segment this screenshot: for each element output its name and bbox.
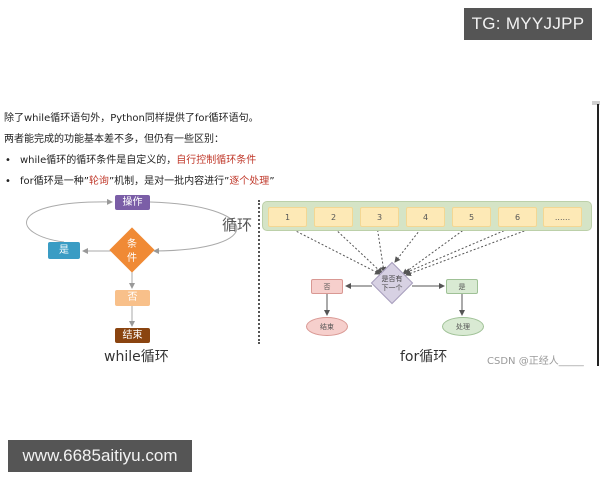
slide-edge <box>597 104 599 366</box>
tg-watermark-badge: TG: MYYJJPP <box>464 8 592 40</box>
bullet-for: • for循环是一种”轮询”机制，是对一批内容进行”逐个处理” <box>4 171 275 192</box>
for-item: 3 <box>360 207 399 227</box>
for-caption: for循环 <box>400 349 448 365</box>
condition-char-2: 件 <box>127 253 137 264</box>
bullet-marker: • <box>5 155 11 166</box>
while-caption: while循环 <box>104 349 169 365</box>
csdn-watermark: CSDN @正经人_____ <box>487 356 584 367</box>
while-end-node: 结束 <box>115 328 150 343</box>
bullet-for-highlight-1: 轮询 <box>88 176 109 187</box>
bullet-while: • while循环的循环条件是自定义的，自行控制循环条件 <box>4 150 275 171</box>
bullet-while-highlight: 自行控制循环条件 <box>176 155 257 166</box>
while-loop-label: 循环 <box>222 216 253 234</box>
section-divider <box>258 200 260 344</box>
intro-text: 除了while循环语句外，Python同样提供了for循环语句。 两者能完成的功… <box>4 108 275 192</box>
check-line-1: 是否有 <box>381 275 403 283</box>
for-item: 4 <box>406 207 445 227</box>
for-yes-node: 是 <box>446 279 478 294</box>
url-watermark-badge: www.6685aitiyu.com <box>8 440 192 472</box>
bullet-while-text: while循环的循环条件是自定义的， <box>20 155 177 166</box>
for-item: 5 <box>452 207 491 227</box>
intro-line-1: 除了while循环语句外，Python同样提供了for循环语句。 <box>4 113 259 124</box>
for-items-container: 1 2 3 4 5 6 ...... <box>262 201 592 231</box>
for-check-label: 是否有 下一个 <box>370 275 414 293</box>
bullet-for-text-2: ”机制，是对一批内容进行” <box>108 176 230 187</box>
bullet-marker: • <box>5 176 11 187</box>
while-operation-node: 操作 <box>115 195 150 210</box>
bullet-for-text-1: for循环是一种” <box>20 176 89 187</box>
for-item: 2 <box>314 207 353 227</box>
for-process-node: 处理 <box>442 317 484 336</box>
bullet-for-highlight-2: 逐个处理 <box>229 176 270 187</box>
for-no-node: 否 <box>311 279 343 294</box>
while-yes-node: 是 <box>48 242 80 259</box>
for-item: ...... <box>543 207 582 227</box>
intro-line-2: 两者能完成的功能基本差不多，但仍有一些区别： <box>4 134 224 145</box>
for-end-node: 结束 <box>306 317 348 336</box>
for-item: 6 <box>498 207 537 227</box>
bullet-for-text-3: ” <box>269 176 275 187</box>
slide-corner <box>592 101 600 105</box>
while-no-node: 否 <box>115 290 150 306</box>
for-item: 1 <box>268 207 307 227</box>
while-condition-label: 条 件 <box>118 232 146 272</box>
condition-char-1: 条 <box>127 239 137 250</box>
check-line-2: 下一个 <box>381 284 403 292</box>
